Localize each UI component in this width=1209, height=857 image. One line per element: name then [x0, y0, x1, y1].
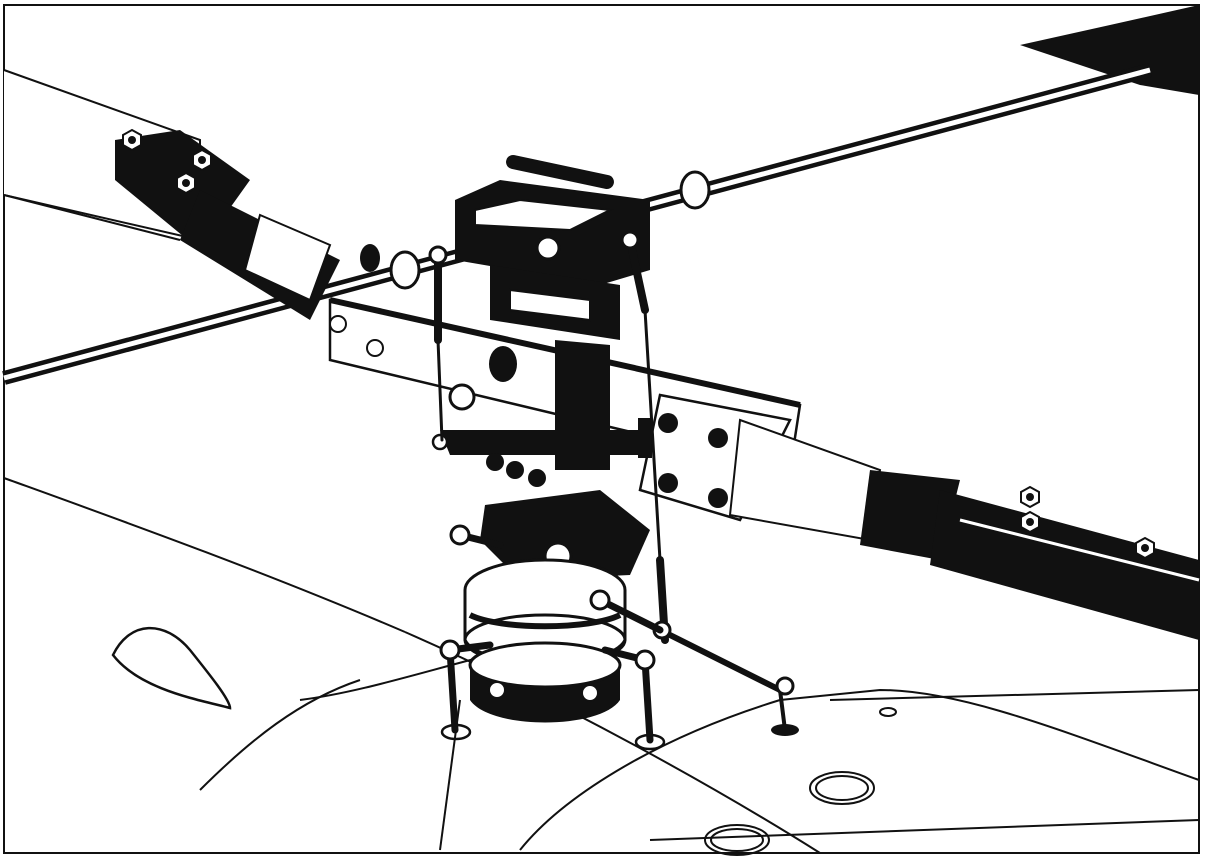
nut-icon [1135, 537, 1155, 559]
blade-spindle-right [638, 393, 1200, 640]
nut-icon [1020, 511, 1040, 533]
mixer-arm [431, 418, 652, 458]
canopy-vent [111, 626, 232, 710]
nut-icon [176, 172, 196, 194]
link-balls [439, 524, 656, 671]
rotor-hub [455, 155, 650, 470]
nut-icon [1020, 486, 1040, 508]
mast-nuts [486, 453, 546, 487]
flybar-bearings [360, 170, 711, 290]
rotor-blade-tip-right [1020, 5, 1199, 95]
body-holes [704, 707, 897, 856]
knob-icon [489, 346, 517, 382]
washer [448, 383, 476, 411]
swashplate [463, 490, 650, 723]
nut-icon [122, 129, 142, 151]
mounting-holes [440, 723, 666, 751]
plate-bolts [329, 315, 728, 508]
nut-icon [192, 149, 212, 171]
image-border [3, 4, 1200, 854]
